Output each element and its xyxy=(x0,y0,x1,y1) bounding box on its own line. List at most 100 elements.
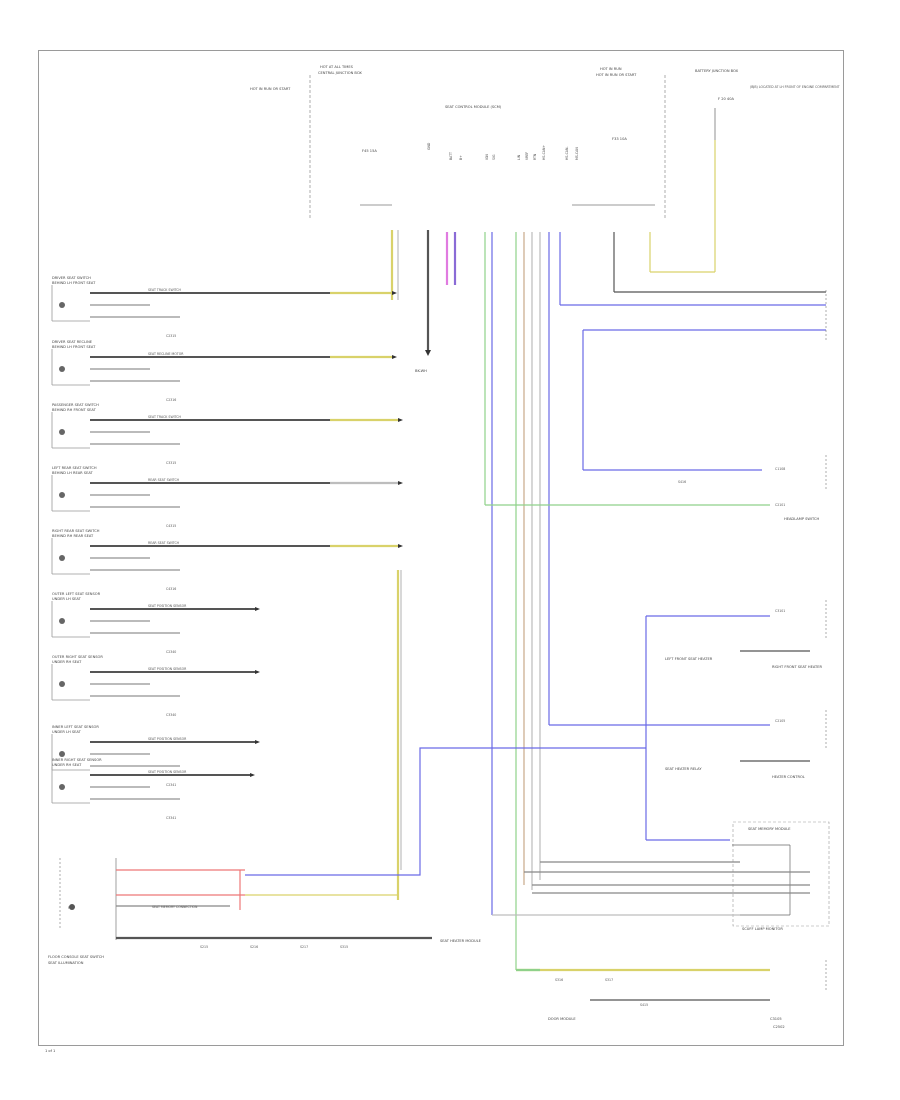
svg-text:HEADLAMP SWITCH: HEADLAMP SWITCH xyxy=(784,517,820,521)
power-dist-left-label: CENTRAL JUNCTION BOX xyxy=(318,71,362,75)
switch-tag: C3340 xyxy=(166,713,176,717)
switch-connector: SEAT TRACK SWITCH xyxy=(148,415,182,419)
switch-motor-icon xyxy=(59,681,65,687)
switch-connector: SEAT TRACK SWITCH xyxy=(148,288,182,292)
svg-text:S217: S217 xyxy=(300,945,308,949)
switch-desc: BEHIND LH REAR SEAT xyxy=(52,471,94,475)
switch-motor-icon xyxy=(59,302,65,308)
switch-title: DRIVER SEAT RECLINE xyxy=(52,340,93,344)
switch-tag: C2340 xyxy=(166,650,176,654)
fuse-left-label: F45 15A xyxy=(362,149,377,153)
switch-desc: UNDER LH SEAT xyxy=(52,730,82,734)
bottom-splices: S215 S216 S217 S315 S316 S317 S415 S416 xyxy=(200,480,686,1007)
switch-desc: BEHIND LH FRONT SEAT xyxy=(52,345,96,349)
svg-text:GND: GND xyxy=(427,142,431,150)
svg-text:C2502: C2502 xyxy=(773,1025,785,1029)
switch-motor-icon xyxy=(59,618,65,624)
switch-connector: SEAT POSITION SENSOR xyxy=(148,604,187,608)
top-right-bus xyxy=(485,291,826,506)
switch-motor-icon xyxy=(59,429,65,435)
svg-text:LEFT FRONT SEAT HEATER: LEFT FRONT SEAT HEATER xyxy=(665,657,713,661)
svg-text:C3105: C3105 xyxy=(770,1017,782,1021)
svg-text:SIG: SIG xyxy=(492,154,496,160)
switch-title: DRIVER SEAT SWITCH xyxy=(52,276,91,280)
switch-motor-icon xyxy=(59,751,65,757)
hot-in-run-sub-label: HOT IN RUN OR START xyxy=(596,73,637,77)
switch-motor-icon xyxy=(59,784,65,790)
switch-connector: SEAT POSITION SENSOR xyxy=(148,770,187,774)
svg-text:VREF: VREF xyxy=(525,152,529,160)
switch-title: INNER RIGHT SEAT SENSOR xyxy=(52,758,102,762)
power-dist-right-sub-label: (BJB) LOCATED AT LH FRONT OF ENGINE COMP… xyxy=(750,85,840,89)
svg-text:HS-CAN+: HS-CAN+ xyxy=(542,145,546,160)
svg-text:IGN: IGN xyxy=(485,154,489,160)
switch-motor-icon xyxy=(59,366,65,372)
svg-text:S215: S215 xyxy=(200,945,208,949)
svg-text:HS-CAN-: HS-CAN- xyxy=(565,146,569,160)
switch-title: PASSENGER SEAT SWITCH xyxy=(52,403,99,407)
fuse-right-label: F 20 40A xyxy=(718,97,734,101)
switch-desc: UNDER LH SEAT xyxy=(52,597,82,601)
switch-tag: C2315 xyxy=(166,334,176,338)
svg-text:C3101: C3101 xyxy=(775,609,785,613)
top-power-labels: HOT AT ALL TIMES CENTRAL JUNCTION BOX HO… xyxy=(250,65,840,153)
floor-console-desc: SEAT ILLUMINATION xyxy=(48,961,84,965)
power-dist-left-sub-label: HOT IN RUN OR START xyxy=(250,87,291,91)
module-pin-labels: GND BATT B+ IGN SIG LIN VREF RTN HS-CAN+… xyxy=(427,142,579,160)
switch-title: RIGHT REAR SEAT SWITCH xyxy=(52,529,100,533)
switch-connector: REAR SEAT SWITCH xyxy=(148,478,180,482)
switch-connector: SEAT POSITION SENSOR xyxy=(148,667,187,671)
gnd-label: BK-WH xyxy=(415,369,427,373)
svg-text:SEAT HEATER RELAY: SEAT HEATER RELAY xyxy=(665,767,702,771)
right-components: C1108 HEADLAMP SWITCH C2101 C3101 LEFT F… xyxy=(492,290,830,1029)
switch-tag: C4315 xyxy=(166,524,176,528)
svg-text:RTN: RTN xyxy=(533,153,537,160)
hot-at-all-times-label: HOT AT ALL TIMES xyxy=(320,65,354,69)
footer-page: 1 of 1 xyxy=(45,1049,55,1053)
floor-console-title: FLOOR CONSOLE SEAT SWITCH xyxy=(48,955,104,959)
svg-text:SCUFF LAMP MONITOR: SCUFF LAMP MONITOR xyxy=(742,927,783,931)
svg-text:S315: S315 xyxy=(340,945,348,949)
floor-console-conn: SEAT MEMORY CONNECTION xyxy=(152,905,198,909)
switch-connector: REAR SEAT SWITCH xyxy=(148,541,180,545)
switch-motor-icon xyxy=(59,492,65,498)
power-dist-right-label: BATTERY JUNCTION BOX xyxy=(695,69,739,73)
diagram-frame xyxy=(38,50,844,1046)
floor-console-block: M FLOOR CONSOLE SEAT SWITCH SEAT ILLUMIN… xyxy=(48,858,482,965)
switch-motor-icon xyxy=(59,555,65,561)
svg-text:S316: S316 xyxy=(555,978,563,982)
svg-text:LIN: LIN xyxy=(517,154,521,160)
seat-heater-out-label: SEAT HEATER MODULE xyxy=(440,939,482,943)
seat-module-label: SEAT CONTROL MODULE (SCM) xyxy=(445,105,502,109)
svg-text:C2105: C2105 xyxy=(775,719,785,723)
switch-connector: SEAT POSITION SENSOR xyxy=(148,737,187,741)
switch-title: OUTER RIGHT SEAT SENSOR xyxy=(52,655,103,659)
switch-connector: SEAT RECLINE MOTOR xyxy=(148,352,184,356)
switch-tag: C2341 xyxy=(166,783,176,787)
switch-desc: UNDER RH SEAT xyxy=(52,763,82,767)
svg-text:S216: S216 xyxy=(250,945,258,949)
svg-text:S416: S416 xyxy=(678,480,686,484)
switch-desc: BEHIND RH FRONT SEAT xyxy=(52,408,97,412)
svg-text:RIGHT FRONT SEAT HEATER: RIGHT FRONT SEAT HEATER xyxy=(772,665,822,669)
switch-title: LEFT REAR SEAT SWITCH xyxy=(52,466,97,470)
switch-tag: C4316 xyxy=(166,587,176,591)
svg-text:MS-CAN: MS-CAN xyxy=(575,147,579,160)
svg-text:S317: S317 xyxy=(605,978,613,982)
switch-desc: BEHIND LH FRONT SEAT xyxy=(52,281,96,285)
trunk-wires xyxy=(390,140,716,970)
switch-desc: BEHIND RH REAR SEAT xyxy=(52,534,94,538)
switch-tag: C3341 xyxy=(166,816,176,820)
switch-title: INNER LEFT SEAT SENSOR xyxy=(52,725,99,729)
